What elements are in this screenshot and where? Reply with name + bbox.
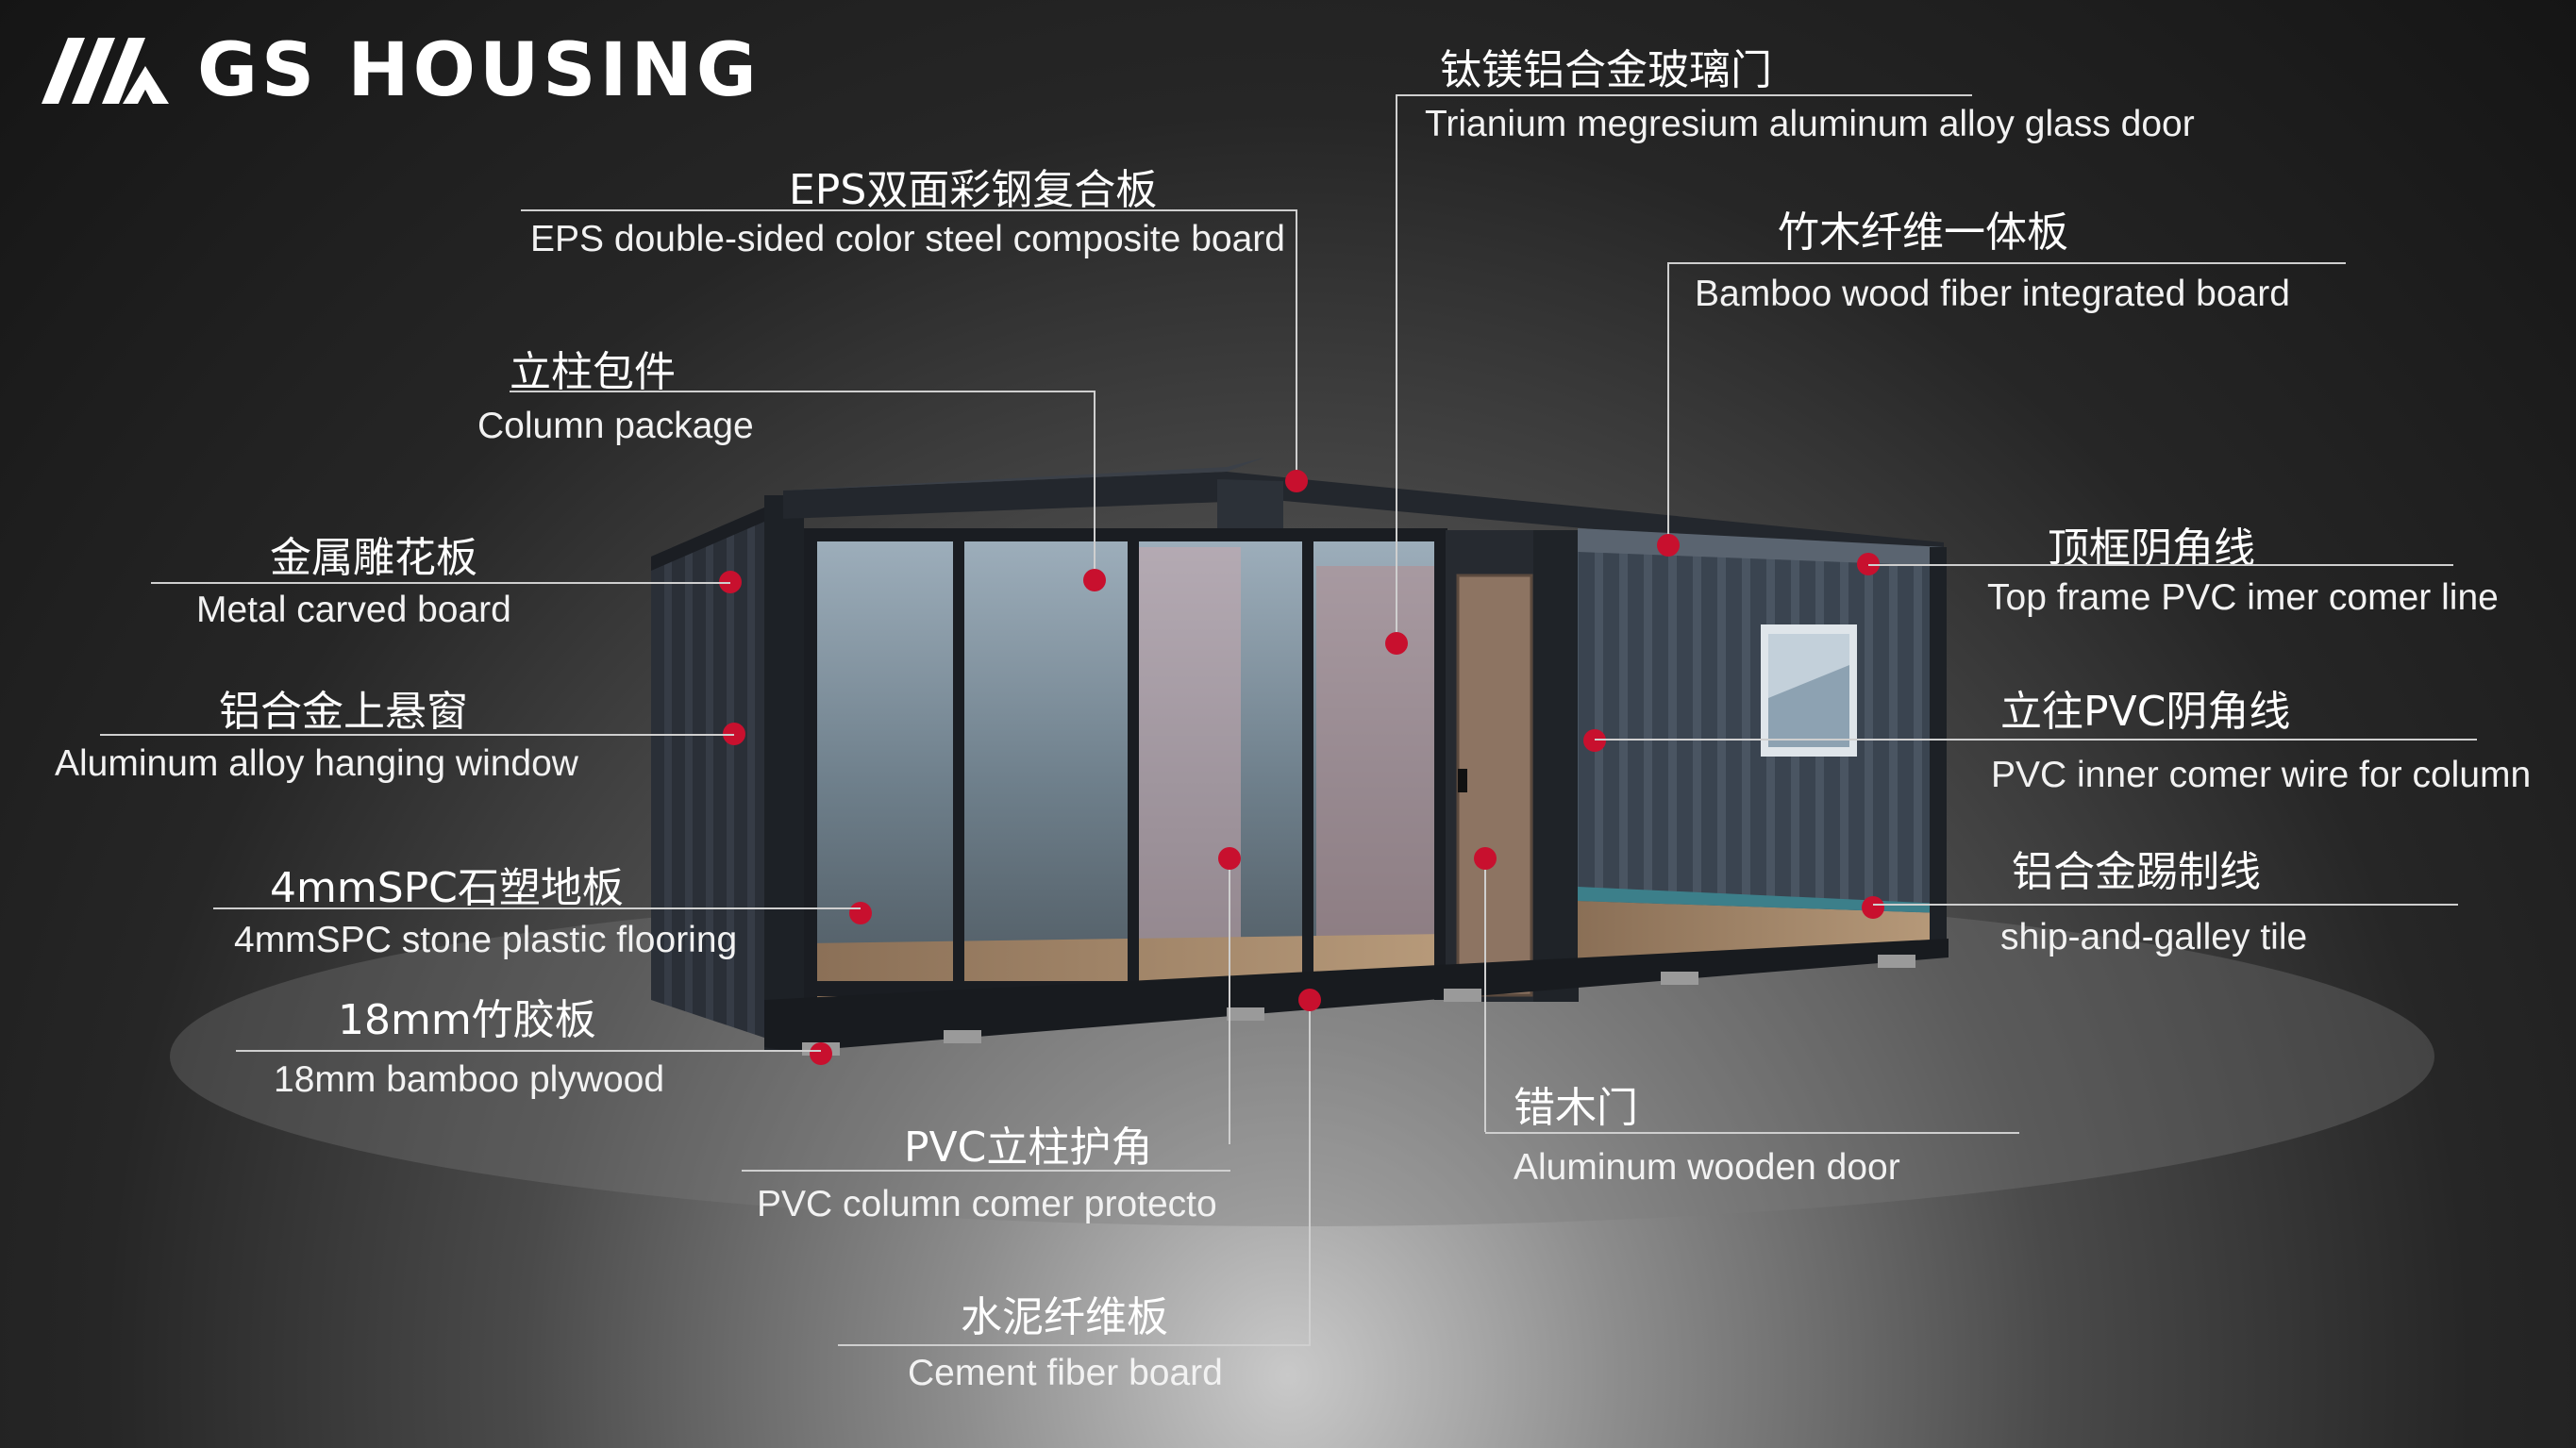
label-pvc-column-wire-en: PVC inner comer wire for column bbox=[1991, 755, 2532, 795]
rule-skirting-tile bbox=[1873, 904, 2458, 906]
label-spc-flooring-en: 4mmSPC stone plastic flooring bbox=[234, 920, 738, 960]
marker-hanging-window bbox=[723, 723, 745, 745]
container-base bbox=[764, 939, 1949, 1052]
rule-eps-board bbox=[521, 209, 1296, 211]
rule-top-frame-pvc bbox=[1868, 564, 2453, 566]
label-bamboo-wood-board-en: Bamboo wood fiber integrated board bbox=[1695, 274, 2290, 314]
gs-housing-logo-icon bbox=[42, 38, 169, 104]
marker-pvc-column-wire bbox=[1583, 729, 1606, 752]
left-front-post bbox=[764, 495, 804, 1052]
rule-titanium-door bbox=[1397, 94, 1972, 96]
brand-name: GS HOUSING bbox=[197, 28, 761, 113]
rule-hanging-window bbox=[100, 734, 734, 736]
label-pvc-corner-protector-zh: PVC立柱护角 bbox=[904, 1123, 1153, 1172]
marker-wooden-door bbox=[1474, 847, 1497, 870]
label-titanium-door-zh: 钛镁铝合金玻璃门 bbox=[1440, 46, 1772, 94]
label-column-package-en: Column package bbox=[477, 406, 754, 446]
label-wooden-door-en: Aluminum wooden door bbox=[1514, 1147, 1900, 1188]
label-metal-carved-board-en: Metal carved board bbox=[196, 590, 511, 630]
label-skirting-tile-en: ship-and-galley tile bbox=[2000, 917, 2308, 957]
rule-wooden-door bbox=[1485, 1132, 2019, 1134]
marker-pvc-corner-protector bbox=[1218, 847, 1241, 870]
label-column-package-zh: 立柱包件 bbox=[510, 348, 676, 396]
roof bbox=[783, 472, 1944, 561]
marker-eps-board bbox=[1285, 470, 1308, 492]
marker-spc-flooring bbox=[849, 902, 872, 924]
rule-metal-carved-board bbox=[151, 582, 730, 584]
marker-bamboo-plywood bbox=[810, 1042, 832, 1065]
brand-logo: GS HOUSING bbox=[42, 28, 761, 113]
marker-bamboo-wood-board bbox=[1657, 534, 1680, 557]
rule-column-package bbox=[510, 391, 1095, 392]
label-bamboo-plywood-en: 18mm bamboo plywood bbox=[274, 1059, 665, 1100]
rule-pvc-corner-protector bbox=[742, 1170, 1230, 1172]
label-pvc-column-wire-zh: 立往PVC阴角线 bbox=[2000, 688, 2291, 736]
label-metal-carved-board-zh: 金属雕花板 bbox=[270, 534, 477, 582]
label-cement-board-zh: 水泥纤维板 bbox=[961, 1293, 1168, 1341]
label-spc-flooring-zh: 4mmSPC石塑地板 bbox=[270, 864, 624, 912]
label-bamboo-wood-board-zh: 竹木纤维一体板 bbox=[1778, 208, 2068, 257]
marker-column-package bbox=[1083, 569, 1106, 591]
marker-cement-board bbox=[1298, 989, 1321, 1011]
label-top-frame-pvc-en: Top frame PVC imer comer line bbox=[1987, 577, 2499, 618]
rule-spc-flooring bbox=[213, 907, 861, 909]
label-eps-board-en: EPS double-sided color steel composite b… bbox=[530, 219, 1285, 259]
rule-bamboo-plywood bbox=[236, 1050, 821, 1052]
marker-skirting-tile bbox=[1862, 896, 1884, 919]
label-eps-board-zh: EPS双面彩钢复合板 bbox=[789, 166, 1158, 214]
open-room-floor bbox=[1578, 901, 1944, 967]
right-end-post bbox=[1930, 547, 1947, 943]
label-hanging-window-en: Aluminum alloy hanging window bbox=[55, 743, 578, 784]
label-pvc-corner-protector-en: PVC column comer protecto bbox=[757, 1184, 1217, 1224]
marker-titanium-door bbox=[1385, 632, 1408, 655]
rule-cement-board bbox=[838, 1344, 1310, 1346]
label-wooden-door-zh: 错木门 bbox=[1514, 1084, 1638, 1132]
rule-bamboo-wood-board bbox=[1668, 262, 2346, 264]
label-bamboo-plywood-zh: 18mm竹胶板 bbox=[338, 996, 596, 1044]
label-hanging-window-zh: 铝合金上悬窗 bbox=[219, 688, 468, 736]
label-skirting-tile-zh: 铝合金踢制线 bbox=[2012, 848, 2261, 896]
wooden-door-panel bbox=[1458, 575, 1531, 995]
label-titanium-door-en: Trianium megresium aluminum alloy glass … bbox=[1425, 104, 2195, 144]
rule-pvc-column-wire bbox=[1595, 739, 2477, 741]
entrance-canopy bbox=[1217, 479, 1283, 530]
marker-metal-carved-board bbox=[719, 571, 742, 593]
label-cement-board-en: Cement fiber board bbox=[908, 1353, 1223, 1393]
